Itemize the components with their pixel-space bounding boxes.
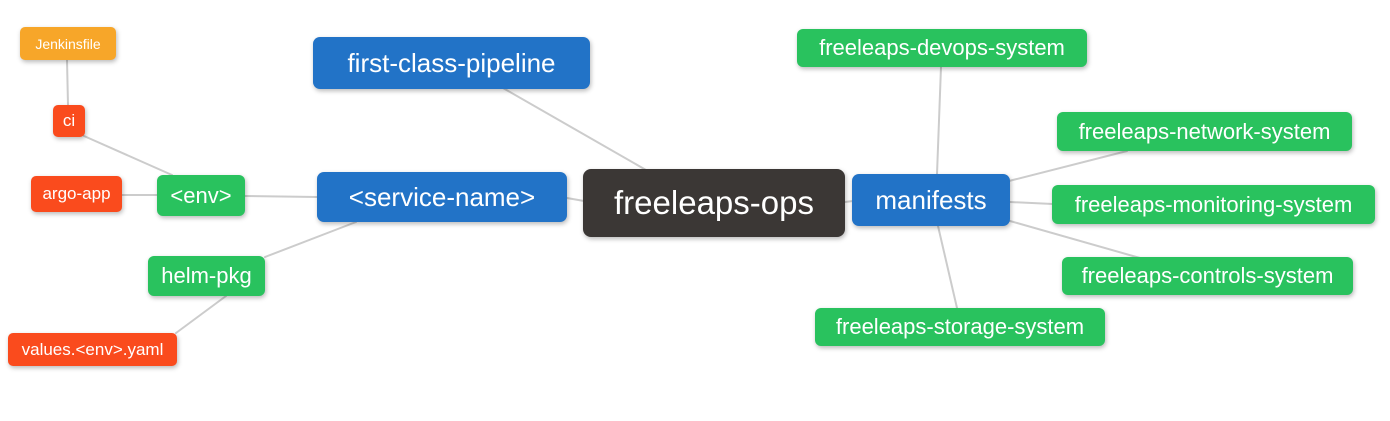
node-helm-pkg[interactable]: helm-pkg: [148, 256, 265, 296]
node-jenkinsfile[interactable]: Jenkinsfile: [20, 27, 116, 60]
node-freeleaps-controls-system[interactable]: freeleaps-controls-system: [1062, 257, 1353, 295]
edge-manifests--freeleaps-network-system: [1008, 150, 1128, 182]
node-first-class-pipeline[interactable]: first-class-pipeline: [313, 37, 590, 89]
edge-manifests--freeleaps-monitoring-system: [1009, 201, 1054, 205]
node-ci[interactable]: ci: [53, 105, 85, 137]
node-manifests[interactable]: manifests: [852, 174, 1010, 226]
node-service-name[interactable]: <service-name>: [317, 172, 567, 222]
edge-env--service-name: [244, 195, 318, 198]
edge-first-class-pipeline--freeleaps-ops: [502, 87, 647, 171]
node-argo-app[interactable]: argo-app: [31, 176, 122, 212]
node-freeleaps-storage-system[interactable]: freeleaps-storage-system: [815, 308, 1105, 346]
edge-manifests--freeleaps-controls-system: [1009, 220, 1141, 259]
node-freeleaps-network-system[interactable]: freeleaps-network-system: [1057, 112, 1352, 151]
node-values-env-yaml[interactable]: values.<env>.yaml: [8, 333, 177, 366]
node-env[interactable]: <env>: [157, 175, 245, 216]
node-freeleaps-monitoring-system[interactable]: freeleaps-monitoring-system: [1052, 185, 1375, 224]
edge-helm-pkg--service-name: [264, 221, 357, 258]
edge-freeleaps-ops--manifests: [844, 200, 854, 203]
edge-manifests--freeleaps-storage-system: [937, 225, 958, 309]
node-freeleaps-devops-system[interactable]: freeleaps-devops-system: [797, 29, 1087, 67]
node-freeleaps-ops[interactable]: freeleaps-ops: [583, 169, 845, 237]
edge-manifests--freeleaps-devops-system: [936, 66, 942, 175]
edge-jenkinsfile--ci: [66, 59, 69, 106]
edge-ci--env: [83, 135, 173, 176]
edge-service-name--freeleaps-ops: [566, 197, 585, 202]
edge-values-env-yaml--helm-pkg: [175, 295, 227, 334]
